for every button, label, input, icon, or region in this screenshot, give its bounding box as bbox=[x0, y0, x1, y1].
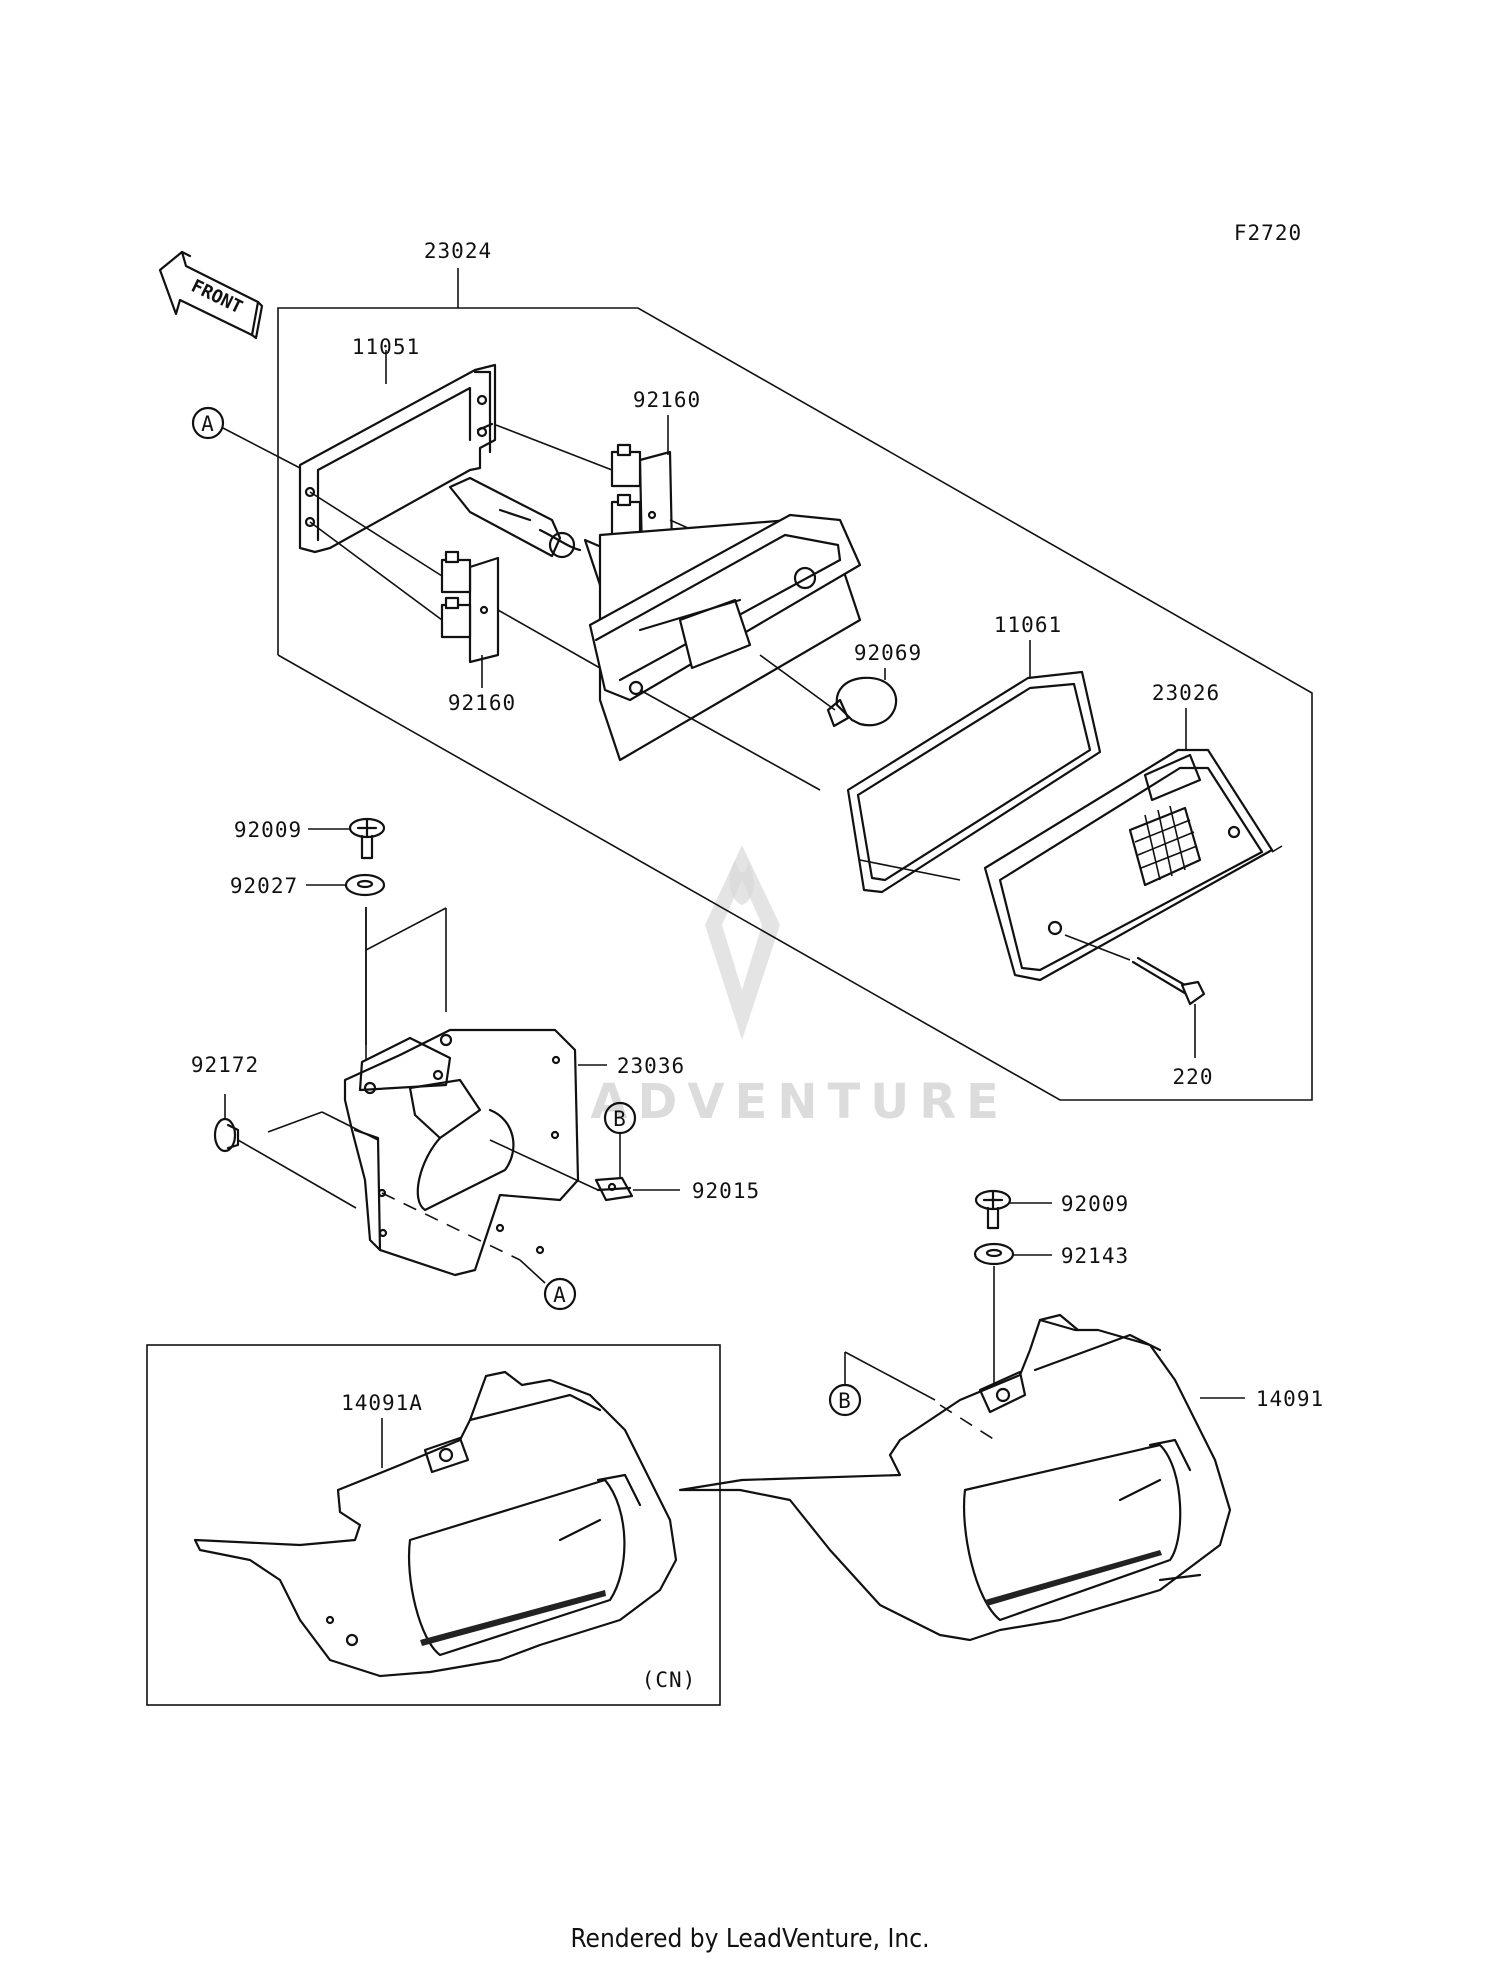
label-92009-left: 92009 bbox=[234, 818, 302, 842]
screw-92172 bbox=[213, 1117, 240, 1153]
screw-92009-left bbox=[348, 817, 386, 860]
callout-a-bottom: A bbox=[553, 1283, 567, 1307]
callout-a-top: A bbox=[201, 412, 215, 436]
label-92009-right: 92009 bbox=[1061, 1192, 1129, 1216]
label-11061: 11061 bbox=[994, 613, 1062, 637]
label-92027: 92027 bbox=[230, 874, 298, 898]
lamp-housing bbox=[588, 513, 862, 762]
assembly-outline-23024 bbox=[277, 268, 1313, 1101]
callout-b-middle: B bbox=[613, 1107, 627, 1131]
label-92160-top: 92160 bbox=[633, 388, 701, 412]
lens-reflector-grid bbox=[1128, 805, 1202, 887]
label-14091: 14091 bbox=[1256, 1387, 1324, 1411]
callout-b-right: B bbox=[838, 1389, 852, 1413]
base-plate-11051 bbox=[298, 363, 497, 554]
label-92069: 92069 bbox=[854, 641, 922, 665]
label-92143: 92143 bbox=[1061, 1244, 1129, 1268]
callout-b-middle-circle bbox=[603, 1101, 637, 1135]
footer-credit: Rendered by LeadVenture, Inc. bbox=[570, 1924, 929, 1954]
cover-14091 bbox=[678, 1313, 1232, 1642]
screw-92009-right bbox=[974, 1189, 1012, 1230]
callout-a-bottom-circle bbox=[543, 1277, 577, 1311]
watermark-text: LEADVENTURE bbox=[507, 1074, 1009, 1130]
label-11051: 11051 bbox=[352, 335, 420, 359]
diagram-code: F2720 bbox=[1234, 221, 1302, 245]
bracket-23036 bbox=[343, 1028, 580, 1277]
label-92160-bottom: 92160 bbox=[448, 691, 516, 715]
gasket-11061 bbox=[846, 670, 1102, 894]
bulb-92069 bbox=[826, 676, 898, 728]
socket-92160-top bbox=[610, 443, 674, 558]
callout-a-top-circle bbox=[191, 406, 225, 440]
label-23036: 23036 bbox=[617, 1054, 685, 1078]
front-arrow-icon: FRONT bbox=[158, 250, 264, 340]
label-92172: 92172 bbox=[191, 1053, 259, 1077]
leadventure-watermark: LEADVENTURE bbox=[507, 845, 1009, 1130]
washer-92027 bbox=[344, 873, 386, 897]
label-220: 220 bbox=[1173, 1065, 1214, 1089]
variant-label-cn: (CN) bbox=[642, 1668, 697, 1692]
washer-92143 bbox=[973, 1242, 1015, 1266]
variant-box-cn bbox=[146, 1344, 721, 1706]
lens-23026 bbox=[983, 748, 1274, 982]
label-14091A: 14091A bbox=[341, 1391, 423, 1415]
screw-220 bbox=[1131, 956, 1206, 1006]
cover-14091A bbox=[193, 1370, 678, 1678]
clip-92015 bbox=[594, 1176, 634, 1202]
label-92015: 92015 bbox=[692, 1179, 760, 1203]
socket-92160-bottom bbox=[440, 550, 500, 664]
label-23026: 23026 bbox=[1152, 681, 1220, 705]
label-23024: 23024 bbox=[424, 239, 492, 263]
